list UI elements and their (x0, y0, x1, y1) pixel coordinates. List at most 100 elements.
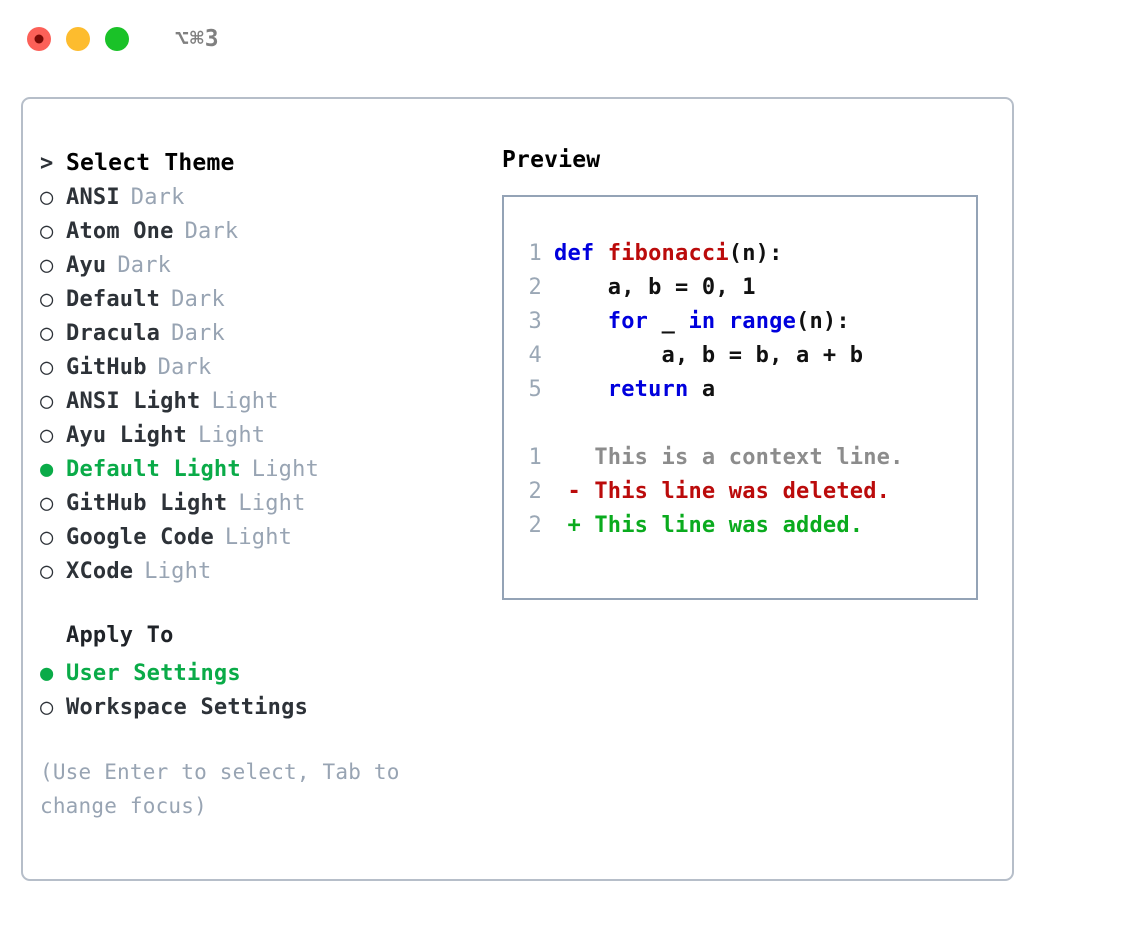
code-token: return (607, 377, 689, 402)
radio-unselected-icon: ○ (40, 525, 54, 550)
code-line: 4 a, b = b, a + b (504, 343, 976, 377)
radio-unselected-icon: ○ (40, 219, 54, 244)
theme-category: Light (251, 457, 320, 482)
apply-to-option[interactable]: ○Workspace Settings (40, 691, 480, 725)
code-line: 3 for _ in range(n): (504, 309, 976, 343)
theme-name: Ayu Light (66, 423, 188, 448)
theme-category: Light (211, 389, 279, 414)
keyboard-hint-text: (Use Enter to select, Tab to change focu… (40, 760, 400, 818)
diff-line-text: This is a context line. (554, 445, 904, 470)
apply-to-option-label: Workspace Settings (66, 695, 309, 720)
radio-unselected-icon: ○ (40, 355, 54, 380)
code-line-text: a, b = b, a + b (554, 343, 864, 368)
theme-category: Dark (117, 253, 172, 278)
theme-category: Dark (184, 219, 239, 244)
radio-unselected-icon: ○ (40, 253, 54, 278)
radio-selected-icon: ● (40, 661, 54, 686)
code-line-text: a, b = 0, 1 (554, 275, 756, 300)
theme-category: Light (198, 423, 266, 448)
select-theme-header: > Select Theme (40, 147, 480, 181)
apply-to-label: Apply To (66, 623, 174, 648)
theme-list-item[interactable]: ○ Atom One Dark (40, 215, 480, 249)
maximize-window-button[interactable] (105, 27, 129, 51)
theme-name: Atom One (66, 219, 174, 244)
radio-unselected-icon: ○ (40, 287, 54, 312)
line-number: 3 (528, 309, 542, 334)
code-token: (n): (796, 309, 850, 334)
diff-sample-block: 1 This is a context line. 2 - This line w… (504, 445, 976, 547)
keyboard-shortcut-label: ⌥⌘3 (175, 26, 220, 52)
code-line-text: return a (554, 377, 715, 402)
line-number: 1 (528, 445, 542, 470)
theme-name: Default Light (66, 457, 241, 482)
code-line-text: def fibonacci(n): (554, 241, 783, 266)
code-line: 1 def fibonacci(n): (504, 241, 976, 275)
diff-line: 2 - This line was deleted. (504, 479, 976, 513)
theme-category: Light (144, 559, 212, 584)
line-number: 2 (528, 275, 542, 300)
list-spacer (40, 589, 480, 623)
code-token: fibonacci (607, 241, 729, 266)
theme-name: GitHub Light (66, 491, 228, 516)
code-token: a (688, 377, 716, 402)
diff-line: 2 + This line was added. (504, 513, 976, 547)
theme-name: Google Code (66, 525, 214, 550)
code-diff-gap (504, 411, 976, 445)
apply-to-header: Apply To (40, 623, 480, 657)
code-token: for (607, 309, 649, 334)
theme-list-item[interactable]: ● Default Light Light (40, 453, 480, 487)
theme-list-item[interactable]: ○ Google Code Light (40, 521, 480, 555)
caret-icon: > (40, 151, 54, 176)
code-line: 2 a, b = 0, 1 (504, 275, 976, 309)
code-token: a, b = b, a + b (554, 343, 864, 368)
radio-selected-icon: ● (40, 457, 54, 482)
theme-name: XCode (66, 559, 134, 584)
theme-list-item[interactable]: ○ Ayu Light Light (40, 419, 480, 453)
theme-name: Dracula (66, 321, 161, 346)
preview-title: Preview (502, 147, 601, 173)
line-number: 2 (528, 513, 542, 538)
apply-to-option[interactable]: ●User Settings (40, 657, 480, 691)
code-token (554, 309, 608, 334)
code-token: (n): (728, 241, 783, 266)
code-line: 5 return a (504, 377, 976, 411)
theme-category: Dark (171, 321, 225, 346)
theme-category: Dark (171, 287, 225, 312)
code-token (554, 377, 608, 402)
traffic-lights (27, 27, 129, 51)
theme-category: Light (224, 525, 293, 550)
radio-unselected-icon: ○ (40, 423, 54, 448)
apply-to-options: ●User Settings○Workspace Settings (40, 657, 480, 725)
select-theme-label: Select Theme (66, 150, 235, 176)
theme-list-item[interactable]: ○ Default Dark (40, 283, 480, 317)
code-token: _ (648, 309, 689, 334)
theme-name: Default (66, 287, 161, 312)
close-window-button[interactable] (27, 27, 51, 51)
code-token: range (728, 309, 797, 334)
line-number: 4 (528, 343, 542, 368)
line-number: 5 (528, 377, 542, 402)
title-bar: ⌥⌘3 (0, 0, 1140, 78)
theme-category: Dark (130, 185, 185, 210)
minimize-window-button[interactable] (66, 27, 90, 51)
theme-category: Light (238, 491, 306, 516)
line-number: 1 (528, 241, 542, 266)
radio-unselected-icon: ○ (40, 559, 54, 584)
code-token: in (688, 309, 716, 334)
radio-unselected-icon: ○ (40, 389, 54, 414)
theme-category: Dark (157, 355, 212, 380)
theme-list-item[interactable]: ○ XCode Light (40, 555, 480, 589)
